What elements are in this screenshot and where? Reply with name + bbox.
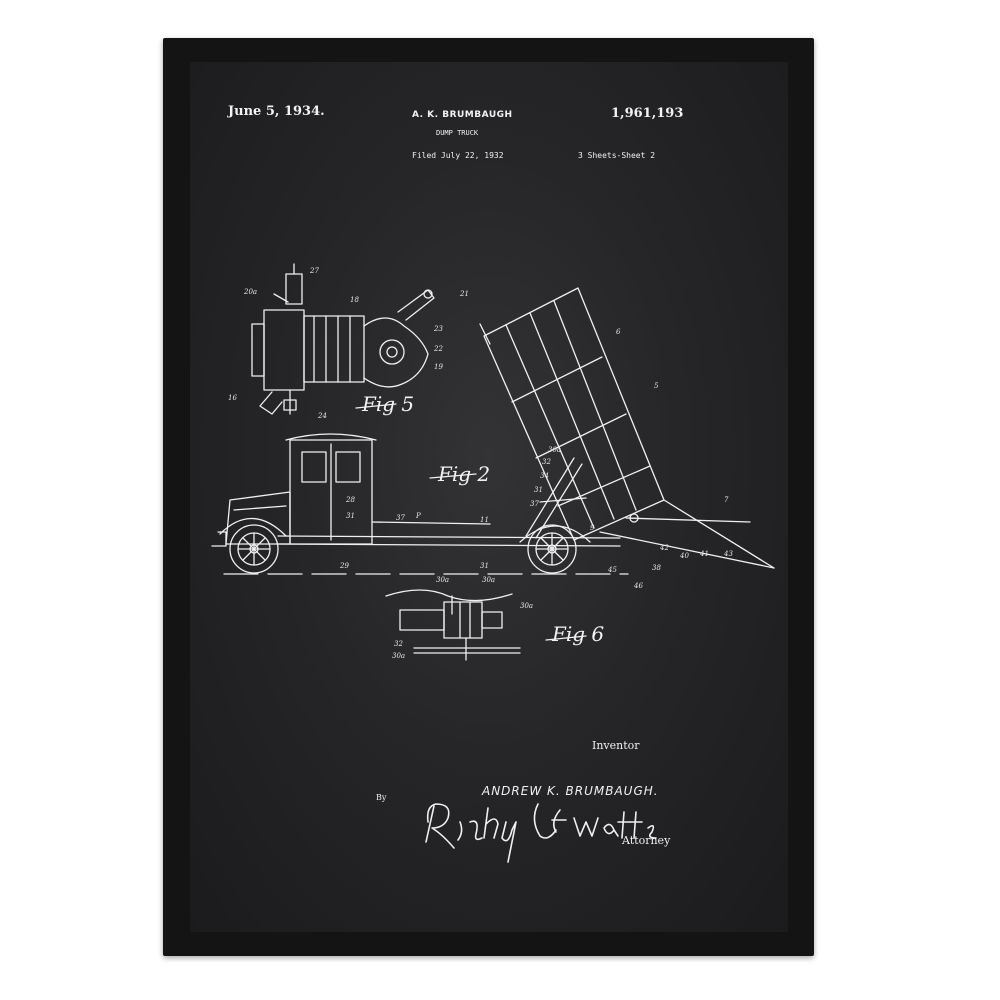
patent-filed-date: Filed July 22, 1932 [412,151,504,160]
svg-text:43: 43 [723,550,733,558]
attorney-label: Attorney [622,834,671,847]
svg-text:18: 18 [350,296,359,304]
svg-text:46: 46 [633,582,643,590]
svg-text:20a: 20a [243,288,257,296]
fig6-label: Fig 6 [552,622,605,646]
by-label: By [376,793,387,802]
svg-text:6: 6 [616,328,621,336]
patent-inventor: A. K. BRUMBAUGH [412,110,513,120]
svg-text:45: 45 [607,566,617,574]
svg-text:P: P [415,512,421,520]
svg-text:40: 40 [679,552,689,560]
svg-text:31: 31 [534,486,543,494]
inventor-label: Inventor [592,739,640,752]
svg-text:27: 27 [309,267,319,275]
fig2-truck-elevation [211,287,775,575]
patent-poster: June 5, 1934. A. K. BRUMBAUGH 1,961,193 … [190,62,788,932]
svg-text:7: 7 [724,496,729,504]
svg-text:30a: 30a [482,576,495,584]
svg-text:30a: 30a [520,602,533,610]
svg-text:23: 23 [433,325,443,333]
svg-text:38: 38 [652,564,661,572]
svg-text:5: 5 [654,382,659,390]
fig5-valve-assembly [251,263,435,415]
dump-truck-drawing: 20a 27 18 21 23 22 19 16 24 [211,263,775,863]
svg-text:31: 31 [346,512,355,520]
svg-text:29: 29 [339,562,349,570]
svg-text:11: 11 [480,516,489,524]
svg-text:42: 42 [659,544,669,552]
fig6-pivot-detail [385,589,521,661]
svg-text:37: 37 [396,514,405,522]
patent-number: 1,961,193 [611,106,684,121]
fig2-label: Fig 2 [438,462,491,486]
svg-text:19: 19 [434,363,443,371]
svg-text:41: 41 [699,550,709,558]
svg-text:30a: 30a [548,446,561,454]
svg-text:22: 22 [433,345,443,353]
svg-text:37: 37 [530,500,539,508]
svg-text:32: 32 [542,458,551,466]
svg-text:32: 32 [394,640,403,648]
patent-title: DUMP TRUCK [436,129,479,137]
patent-sheets: 3 Sheets-Sheet 2 [578,151,656,160]
patent-date: June 5, 1934. [228,104,325,119]
svg-text:31: 31 [480,562,489,570]
attorney-signature [425,803,657,863]
svg-text:34: 34 [540,472,549,480]
svg-text:24: 24 [317,412,327,420]
svg-text:16: 16 [228,394,237,402]
svg-text:28: 28 [345,496,355,504]
svg-text:9: 9 [590,524,595,532]
fig5-label: Fig 5 [362,392,415,416]
inventor-signature-name: ANDREW K. BRUMBAUGH. [482,784,659,798]
svg-text:21: 21 [459,290,469,298]
svg-text:30a: 30a [436,576,449,584]
svg-text:30a: 30a [392,652,405,660]
